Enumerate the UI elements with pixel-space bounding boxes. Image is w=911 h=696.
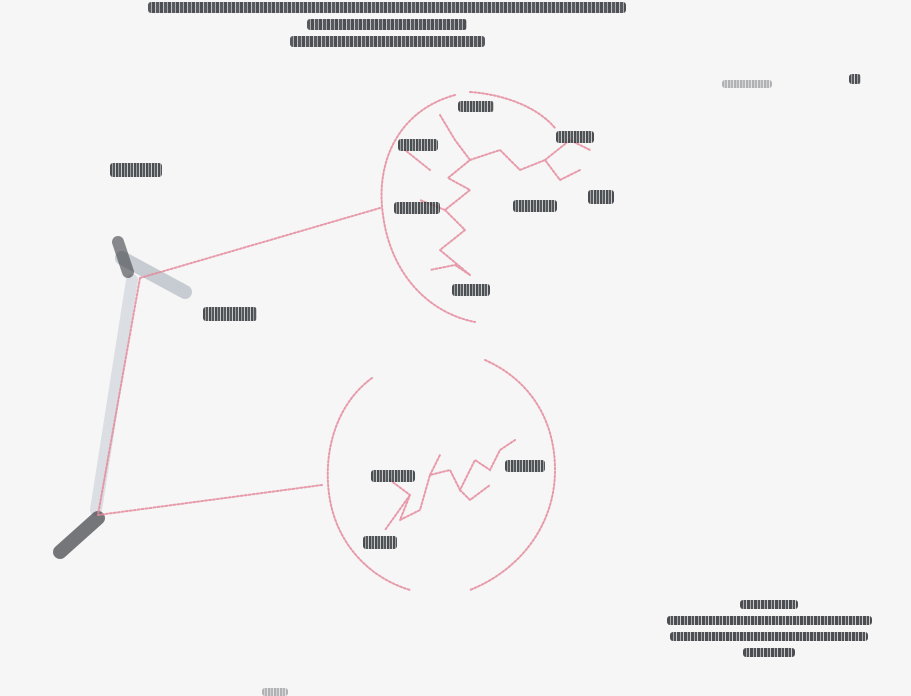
note-line-1 <box>740 600 798 609</box>
subtitle-line <box>307 19 467 30</box>
lower-circle <box>326 377 411 591</box>
label-top-right <box>722 80 772 88</box>
label-left <box>110 163 162 177</box>
label-upper-7 <box>452 284 490 296</box>
left-bar <box>97 277 141 516</box>
bar-shadow <box>90 274 138 516</box>
lower-circle-right <box>469 359 557 591</box>
upper-circle <box>380 94 476 323</box>
label-upper-5 <box>513 200 557 212</box>
note-block <box>664 600 874 664</box>
label-lower-2 <box>505 460 545 472</box>
label-upper-2 <box>398 139 438 151</box>
title-line <box>148 2 626 13</box>
lower-scribble <box>384 439 516 531</box>
subtitle-line-2 <box>289 36 485 47</box>
label-lower-1 <box>371 470 415 482</box>
label-mid-left <box>203 307 257 321</box>
mark-bottom <box>262 688 288 696</box>
top-node <box>112 236 134 278</box>
note-line-4 <box>743 648 795 657</box>
upper-circle-right <box>469 91 556 129</box>
label-upper-6 <box>588 190 614 204</box>
label-upper-4 <box>394 202 440 214</box>
note-line-3 <box>670 632 868 641</box>
bottom-shadow <box>53 511 105 559</box>
upper-connector <box>139 207 381 279</box>
note-line-2 <box>666 616 872 625</box>
label-upper-3 <box>556 131 594 143</box>
lower-connector <box>97 484 323 516</box>
mark-top-right <box>849 74 861 84</box>
diagram-title <box>148 2 626 53</box>
label-lower-3 <box>363 536 397 549</box>
label-upper-1 <box>458 101 494 112</box>
